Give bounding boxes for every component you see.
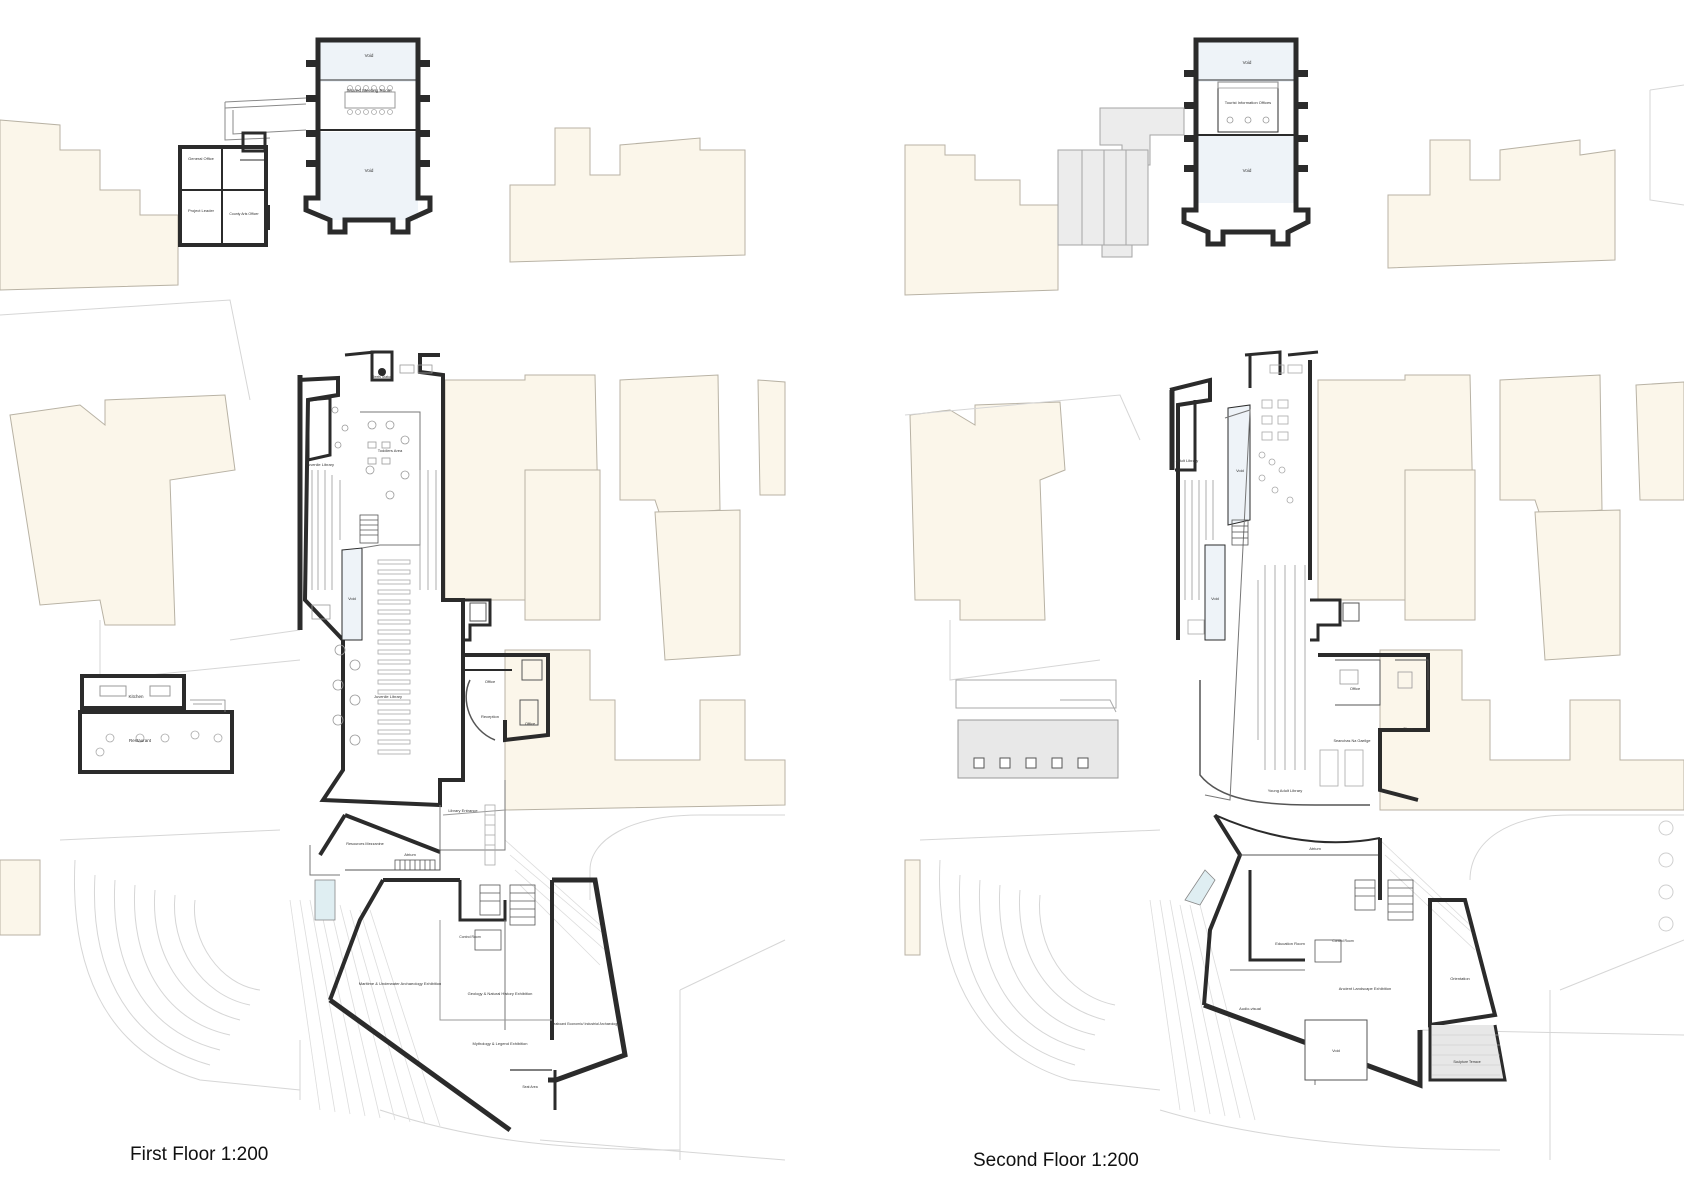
room-label: Restaurant: [129, 738, 152, 743]
meeting-building: Void Shared Meeting Room Void: [303, 37, 433, 235]
neighbour-buildings: [0, 119, 786, 936]
room-label: Void: [1332, 1048, 1340, 1053]
room-label: Office: [485, 679, 496, 684]
room-label: Toddlers Area: [378, 448, 403, 453]
room-label: Resources Mezzanine: [346, 842, 384, 846]
neighbour-buildings: [904, 139, 1684, 956]
neighbour-building: [0, 859, 41, 936]
restaurant-building: Kitchen Restaurant: [78, 674, 234, 774]
room-label: Sculpture Terrace: [1453, 1060, 1480, 1064]
room-label: Void: [1211, 596, 1219, 601]
neighbour-building: [524, 469, 601, 621]
void-lower-zone: [1198, 135, 1296, 203]
room-label: Void: [365, 168, 374, 173]
room-label: Reception: [481, 714, 499, 719]
room-label: Seanchas Na Gaeilge: [1334, 739, 1371, 743]
library-building-2: Adult Library Void Void Young Adult Libr…: [1169, 350, 1430, 806]
neighbour-building: [9, 394, 236, 626]
room-label: Shared Meeting Room: [346, 88, 391, 93]
room-label: Reels Statue: [372, 375, 392, 379]
first-floor-plan: Void Shared Meeting Room Void General Of…: [0, 37, 786, 1161]
first-floor-caption: First Floor 1:200: [130, 1144, 269, 1165]
neighbour-building: [904, 859, 921, 956]
second-floor-plan: Void Tourist Information Offices Void: [904, 37, 1684, 1160]
landscape-context: [0, 299, 786, 1161]
neighbour-building: [1387, 139, 1616, 269]
room-label: Void: [1243, 60, 1252, 65]
room-label: Library Entrance: [448, 808, 478, 813]
void-top-zone: [320, 42, 418, 82]
room-label: Control Room: [1332, 939, 1354, 943]
room-label: Maritime & Underwater Archaeology Exhibi…: [359, 981, 441, 986]
room-label-general-office: General Office: [188, 156, 214, 161]
room-label: Juvenile Library: [374, 694, 402, 699]
restaurant-roof: [955, 679, 1119, 779]
room-label: Orientation: [1450, 976, 1470, 981]
neighbour-building: [904, 144, 1059, 296]
room-label: Control Room: [459, 935, 481, 939]
parking-symbols: [1658, 820, 1674, 932]
room-label: Mythology & Legend Exhibition: [473, 1041, 528, 1046]
museum-wing-2: Atrium Education Room Control Room Audio…: [1184, 813, 1507, 1089]
room-label: Atrium: [404, 852, 416, 857]
room-label: Geology & Natural History Exhibition: [468, 991, 533, 996]
museum-wing: Resources Mezzanine Atrium Control Room …: [309, 813, 628, 1133]
void-top-zone: [1198, 42, 1296, 82]
library-building: Reels Statue Juvenile Library Toddlers A…: [297, 350, 550, 866]
room-label: Void: [348, 596, 356, 601]
room-label: Project Leader: [188, 208, 215, 213]
room-label: Office: [1350, 686, 1361, 691]
void-lower-zone: [320, 132, 418, 220]
neighbour-building: [1379, 649, 1684, 811]
landscape-context: [904, 84, 1684, 1160]
neighbour-building: [504, 649, 786, 811]
neighbour-building: [757, 379, 786, 496]
room-label: Audio-visual: [1239, 1006, 1261, 1011]
room-label: Kitchen: [128, 694, 144, 699]
room-label: Store: [1403, 726, 1413, 731]
tourist-building: Void Tourist Information Offices Void: [1181, 37, 1311, 247]
room-label: Young Adult Library: [1268, 788, 1303, 793]
neighbour-building: [619, 374, 721, 516]
room-label: Atrium: [1309, 846, 1321, 851]
room-label: Ancient Landscape Exhibition: [1339, 986, 1391, 991]
neighbour-building: [0, 119, 179, 291]
neighbour-building: [509, 127, 746, 263]
room-label: Void: [1243, 168, 1252, 173]
room-label: Seaboard Economic/ Industrial Archaeolog…: [551, 1022, 619, 1026]
room-label: Education Room: [1275, 941, 1305, 946]
room-label: General Office: [188, 156, 214, 161]
room-label: Adult Library: [1176, 458, 1198, 463]
room-label: Void: [1236, 468, 1244, 473]
neighbour-building: [1635, 381, 1684, 501]
neighbour-building: [1499, 374, 1603, 516]
neighbour-building: [909, 401, 1066, 621]
room-label: Juvenile Library: [306, 462, 334, 467]
room-label: Tourist Information Offices: [1225, 100, 1271, 105]
neighbour-building: [1404, 469, 1476, 621]
neighbour-building: [1534, 509, 1621, 661]
office-building: General Office Project Leader County Art…: [178, 131, 270, 247]
room-label: Seat Area: [522, 1085, 537, 1089]
neighbour-building: [654, 509, 741, 661]
room-label: Office: [525, 721, 536, 726]
second-floor-caption: Second Floor 1:200: [973, 1150, 1139, 1171]
room-label: County Arts Officer: [229, 212, 259, 216]
roof-link: [1057, 107, 1185, 258]
room-label: Void: [365, 53, 374, 58]
